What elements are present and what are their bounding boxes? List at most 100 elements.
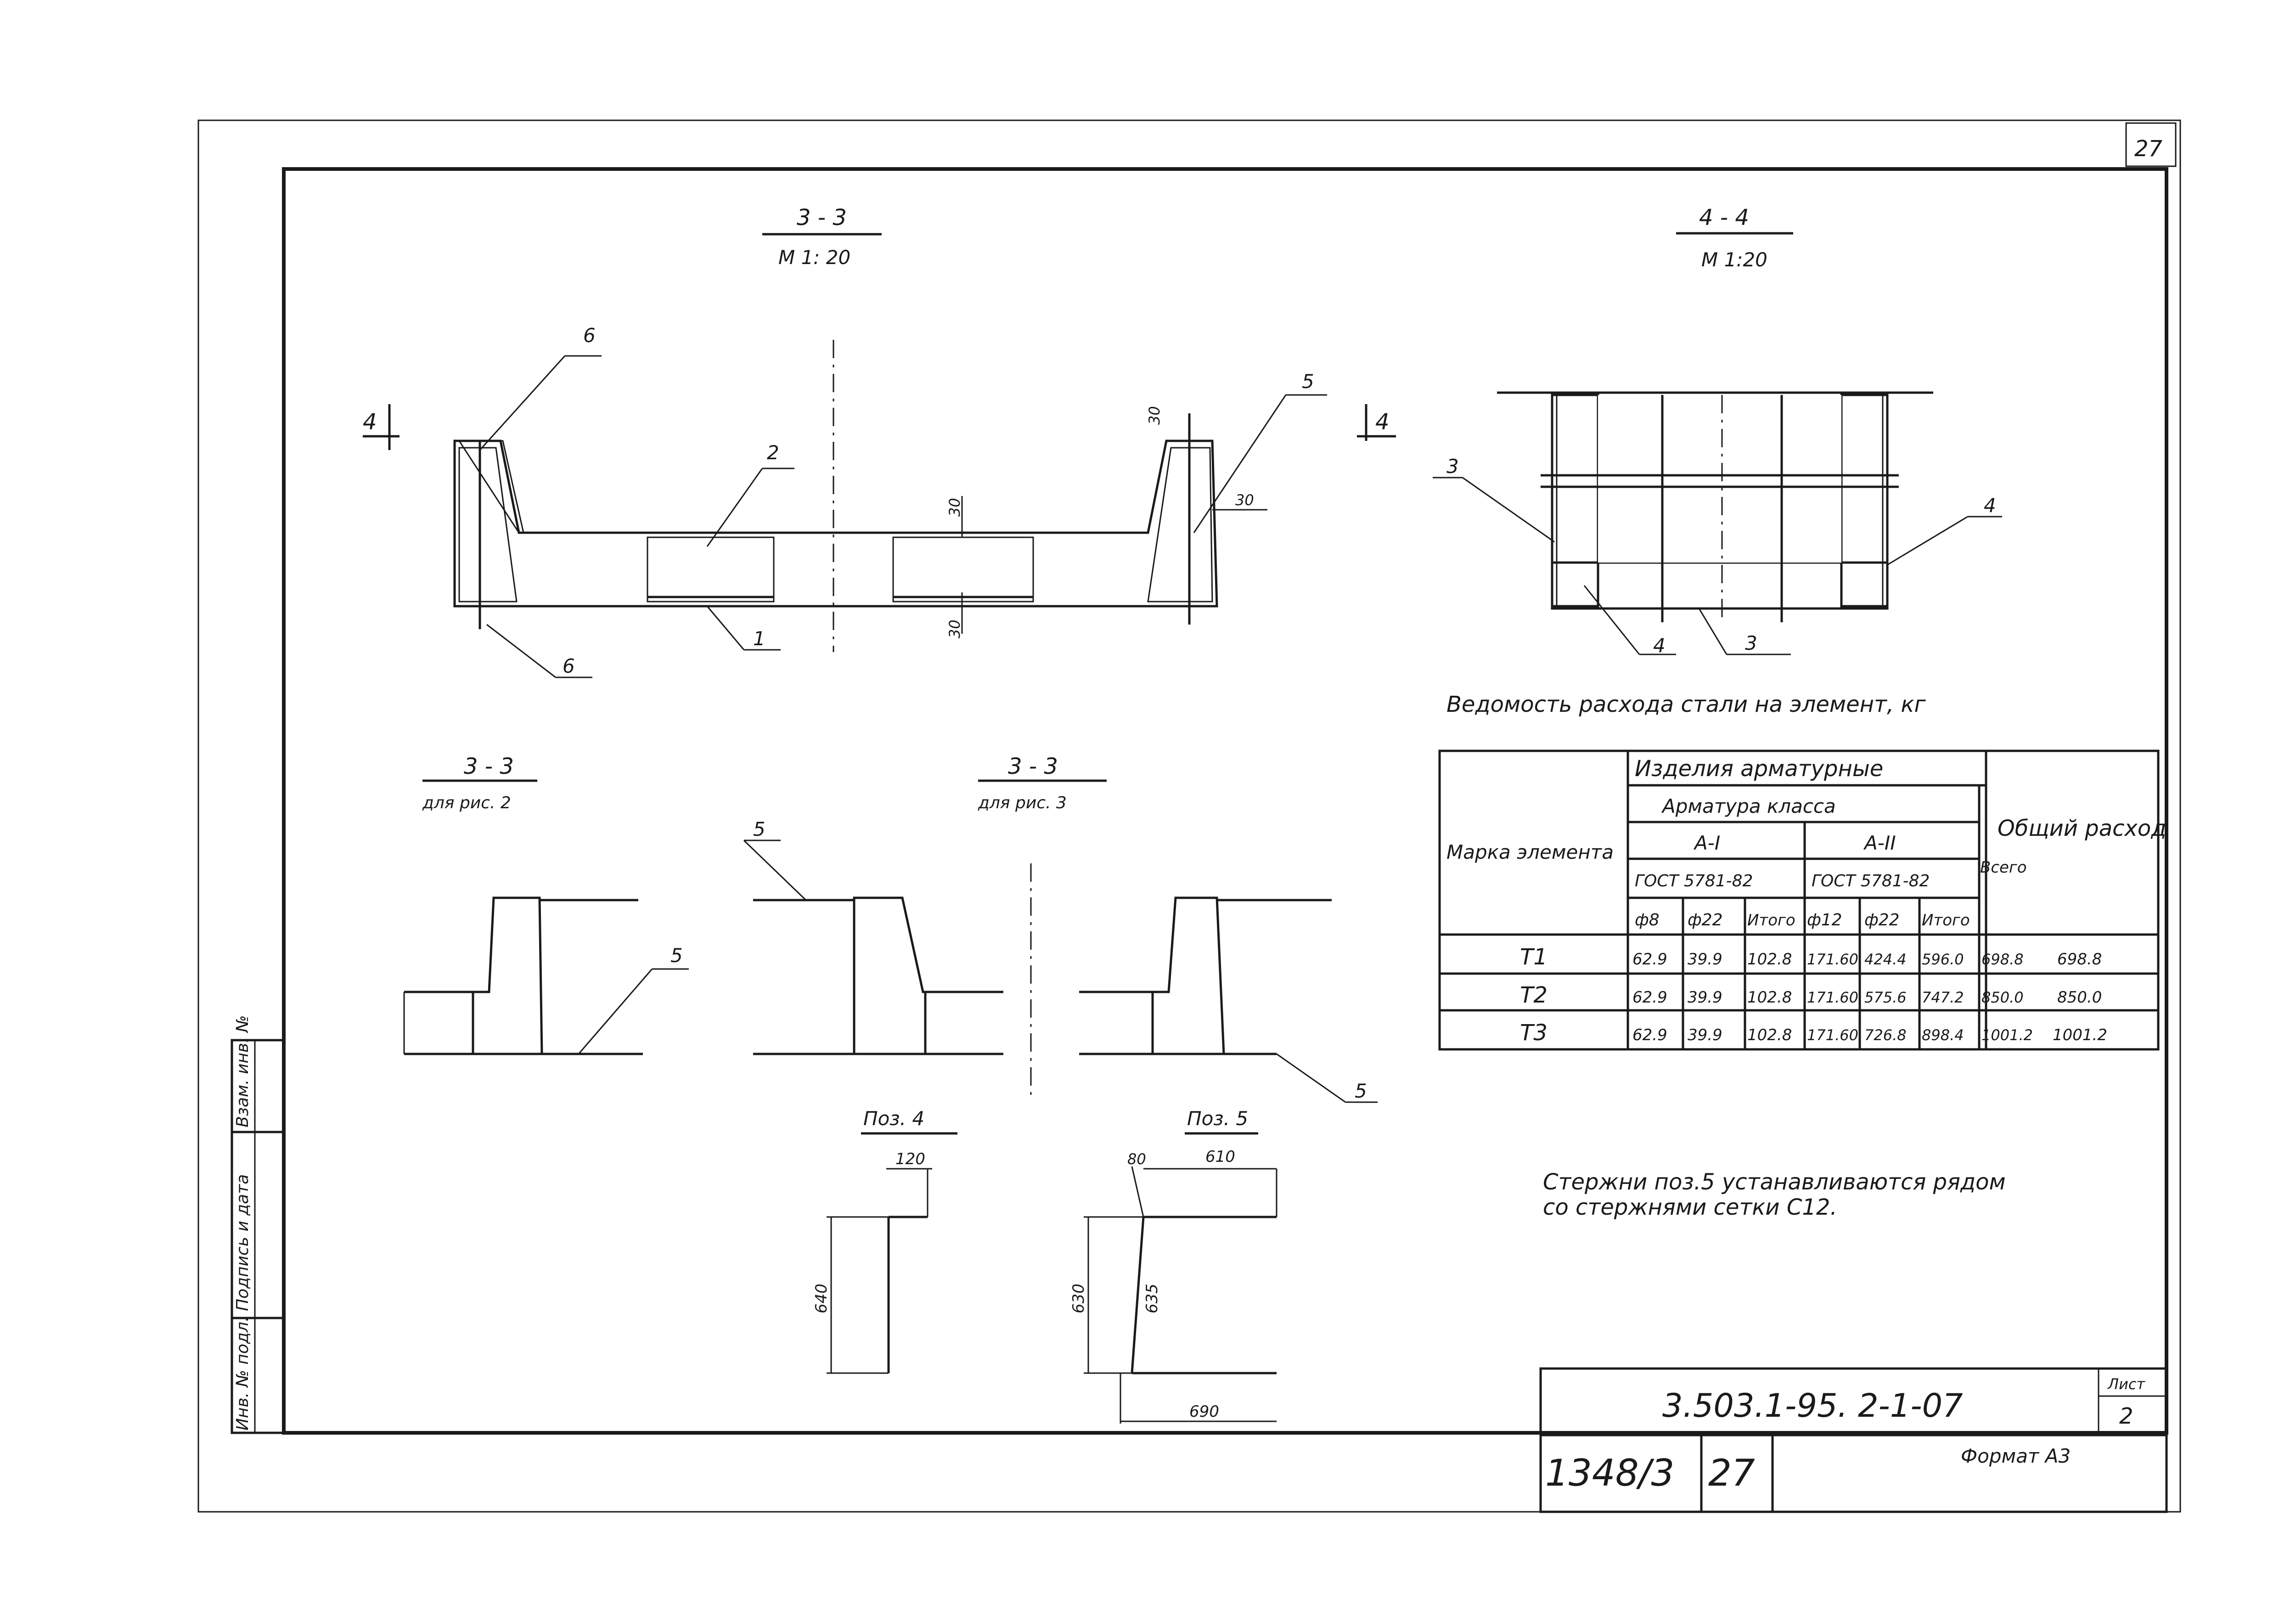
- s33-scale: М 1: 20: [778, 246, 850, 269]
- poz4-title: Поз. 4: [863, 1107, 924, 1130]
- row-cell: 102.8: [1747, 1026, 1792, 1044]
- row-mark: Т1: [1520, 944, 1548, 970]
- s44-title: 4 - 4: [1699, 205, 1749, 231]
- section-4-4: 4 - 4 М 1:20 3 4 4 3: [1433, 205, 2002, 657]
- format-label: Формат А3: [1961, 1445, 2071, 1467]
- row-cell: 102.8: [1747, 950, 1792, 969]
- row-cell: 39.9: [1688, 950, 1722, 969]
- title-block: 3.503.1-95. 2-1-07 Лист 2 1348/3 27 Форм…: [1539, 1367, 2168, 1513]
- row-cell: 171.60: [1807, 1026, 1858, 1044]
- note: Стержни поз.5 устанавливаются рядом со с…: [1543, 1169, 2006, 1220]
- row-cell: 596.0: [1922, 951, 1964, 968]
- table-header-products: Изделия арматурные: [1635, 756, 1883, 782]
- poz5-dim-bottom: 690: [1189, 1403, 1219, 1421]
- poz5-title: Поз. 5: [1187, 1107, 1248, 1130]
- s33-title: 3 - 3: [797, 205, 847, 231]
- row-cell: 62.9: [1632, 950, 1667, 969]
- row-cell: 39.9: [1688, 988, 1722, 1007]
- table-header-total: Всего: [1980, 858, 2027, 877]
- poz5-dim-diag: 635: [1143, 1284, 1161, 1313]
- subcol-0: ф8: [1635, 911, 1660, 929]
- steel-table: Ведомость расхода стали на элемент, кг И…: [1438, 692, 2166, 1051]
- poz5-detail: Поз. 5 80 610 630 635 690: [1069, 1107, 1277, 1424]
- stamp-signature: Подпись и дата: [233, 1174, 252, 1311]
- table-gost-a2: ГОСТ 5781-82: [1812, 872, 1930, 890]
- row-cell: 102.8: [1747, 988, 1792, 1007]
- poz4-dim-side: 640: [812, 1284, 831, 1313]
- table-row: Т2 62.9 39.9 102.8 171.60 575.6 747.2 85…: [1520, 982, 2102, 1008]
- row-cell: 1001.2: [1981, 1026, 2033, 1044]
- dim30-b: 30: [946, 620, 963, 638]
- pos1: 1: [753, 627, 765, 650]
- s33-fig2-sub: для рис. 2: [422, 794, 511, 812]
- row-mark: Т2: [1520, 982, 1548, 1008]
- pos6-bottom: 6: [563, 655, 575, 677]
- sheet-number: 2: [2119, 1403, 2133, 1429]
- dim30-a: 30: [946, 498, 963, 517]
- table-gost-a1: ГОСТ 5781-82: [1635, 872, 1753, 890]
- table-row: Т1 62.9 39.9 102.8 171.60 424.4 596.0 69…: [1520, 944, 2102, 970]
- subcol-3: ф12: [1807, 911, 1842, 929]
- row-mark: Т3: [1520, 1020, 1548, 1046]
- s44-pos4-right: 4: [1984, 494, 1996, 517]
- fig2-pos5: 5: [670, 944, 683, 967]
- row-cell: 62.9: [1632, 1026, 1667, 1044]
- poz5-dim-side: 630: [1069, 1284, 1088, 1313]
- subcol-4: ф22: [1864, 911, 1900, 929]
- poz5-dim-small: 80: [1127, 1150, 1146, 1168]
- poz4-dim-top: 120: [895, 1150, 925, 1168]
- s44-pos3-left: 3: [1446, 455, 1459, 478]
- s44-scale: М 1:20: [1701, 248, 1767, 271]
- row-cell: 171.60: [1807, 951, 1858, 968]
- dim30-d: 30: [1235, 491, 1254, 509]
- row-cell: 62.9: [1632, 988, 1667, 1007]
- row-cell: 575.6: [1864, 989, 1907, 1006]
- poz5-dim-top: 610: [1205, 1148, 1235, 1166]
- subcol-2: Итого: [1747, 911, 1795, 929]
- table-header-overall: Общий расход: [1998, 816, 2166, 841]
- corner-number-box: [2125, 122, 2177, 167]
- table-caption: Ведомость расхода стали на элемент, кг: [1446, 692, 1926, 717]
- row-cell: 747.2: [1922, 989, 1964, 1006]
- dim30-c: 30: [1146, 406, 1163, 425]
- row-overall: 1001.2: [2053, 1026, 2107, 1044]
- s33-fig2-title: 3 - 3: [464, 754, 514, 779]
- subcol-1: ф22: [1688, 911, 1723, 929]
- row-cell: 898.4: [1922, 1026, 1964, 1044]
- section-3-3-fig2: 3 - 3 для рис. 2 5: [403, 754, 689, 1055]
- section-3-3-main: 3 - 3 М 1: 20 4 4 6 6 2: [363, 205, 1396, 678]
- archive-number: 1348/3: [1545, 1452, 1674, 1494]
- table-row: Т3 62.9 39.9 102.8 171.60 726.8 898.4 10…: [1520, 1020, 2107, 1046]
- marker-4-right: 4: [1375, 409, 1390, 435]
- row-cell: 424.4: [1864, 951, 1907, 968]
- corner-number: 27: [2134, 136, 2163, 162]
- row-overall: 850.0: [2057, 988, 2102, 1007]
- note-line2: со стержнями сетки С12.: [1543, 1194, 1837, 1220]
- s33-fig3-title: 3 - 3: [1008, 754, 1058, 779]
- page-number: 27: [1708, 1452, 1755, 1494]
- fig3-pos5-top: 5: [753, 818, 765, 840]
- poz4-detail: Поз. 4 120 640: [812, 1107, 957, 1374]
- table-header-mark: Марка элемента: [1446, 841, 1614, 863]
- table-class-a2: А-II: [1863, 832, 1896, 854]
- inner-frame: [282, 167, 2168, 1435]
- pos2: 2: [767, 441, 779, 464]
- note-line1: Стержни поз.5 устанавливаются рядом: [1543, 1169, 2006, 1195]
- subcol-5: Итого: [1922, 911, 1970, 929]
- stamp-inv-no: Инв. № подл.: [233, 1317, 252, 1431]
- table-class-a1: А-I: [1693, 832, 1720, 854]
- pos6-top: 6: [583, 324, 596, 347]
- stamp-replaced: Взам. инв. №: [233, 1015, 252, 1127]
- row-cell: 171.60: [1807, 989, 1858, 1006]
- row-cell: 39.9: [1688, 1026, 1722, 1044]
- s44-pos4-bottom: 4: [1653, 634, 1666, 657]
- outer-border: [197, 119, 2181, 1513]
- side-stamp: Инв. № подл. Подпись и дата Взам. инв. №: [231, 1015, 285, 1434]
- s33-fig3-sub: для рис. 3: [978, 794, 1067, 812]
- row-overall: 698.8: [2057, 950, 2102, 969]
- s44-pos3-bottom: 3: [1745, 632, 1757, 654]
- doc-code: 3.503.1-95. 2-1-07: [1662, 1387, 1963, 1425]
- row-cell: 698.8: [1981, 951, 2024, 968]
